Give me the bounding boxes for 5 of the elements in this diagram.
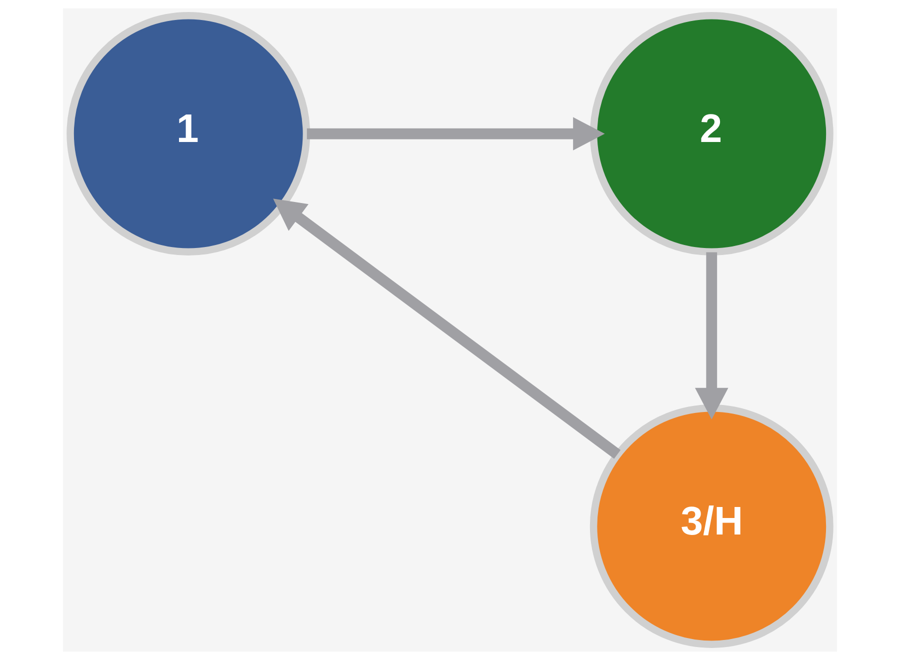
arrow <box>694 252 728 420</box>
node-circle: 3/H <box>590 404 834 648</box>
arrow <box>273 198 621 459</box>
arrow <box>306 117 605 150</box>
node-circle: 2 <box>590 12 834 256</box>
